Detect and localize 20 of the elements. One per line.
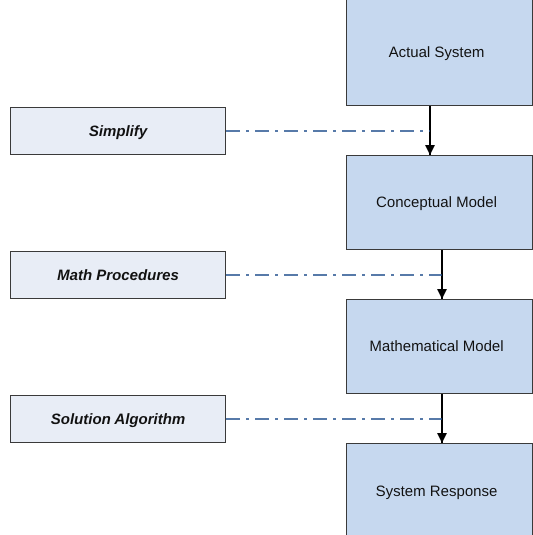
step-box xyxy=(10,395,226,443)
arrow xyxy=(437,250,447,299)
step-box xyxy=(10,107,226,155)
step-box xyxy=(10,251,226,299)
box-label: Actual System xyxy=(388,44,486,60)
box-label: Conceptual Model xyxy=(375,194,498,211)
box-label: Mathematical Model xyxy=(368,338,505,355)
dash-dot-leader-line xyxy=(226,274,442,276)
dash-dot-leader-line xyxy=(226,130,430,132)
process-box xyxy=(346,155,533,250)
process-box xyxy=(346,443,533,535)
step-label: Solution Algorithm xyxy=(50,410,186,428)
arrow xyxy=(437,394,447,443)
process-box xyxy=(346,299,533,394)
box-label: System Response xyxy=(374,482,498,500)
arrow xyxy=(425,106,435,155)
process-box xyxy=(346,0,533,106)
step-label: Math Procedures xyxy=(56,266,180,284)
dash-dot-leader-line xyxy=(226,418,442,420)
step-label: Simplify xyxy=(88,122,149,140)
